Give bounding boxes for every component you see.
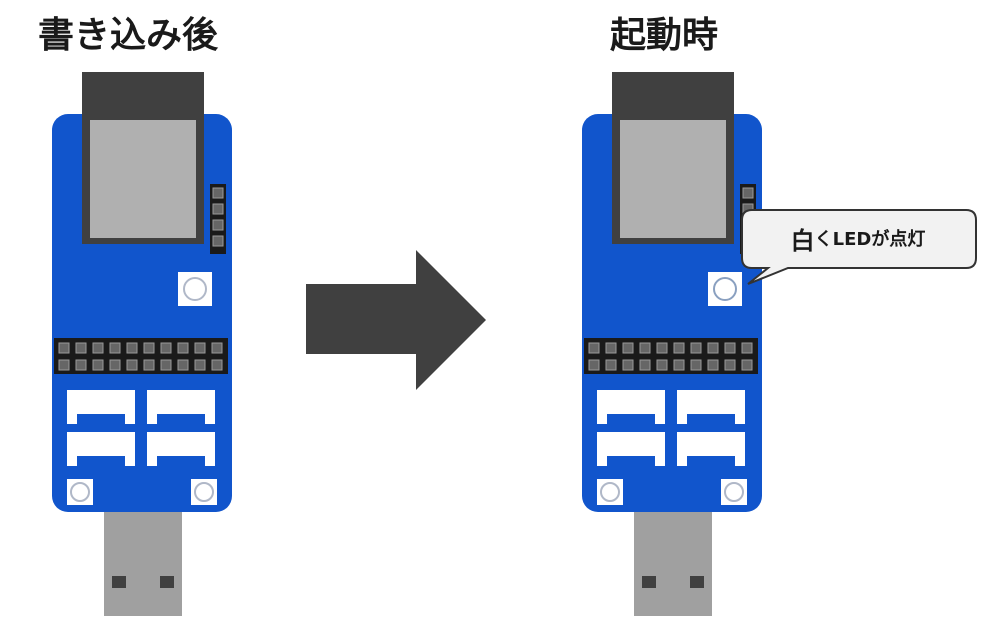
grove-connector bbox=[677, 390, 745, 424]
pin bbox=[211, 359, 223, 371]
module-antenna-top bbox=[82, 72, 204, 116]
grove-connector bbox=[67, 432, 135, 466]
pin bbox=[143, 342, 155, 354]
pin bbox=[588, 359, 600, 371]
pin bbox=[605, 359, 617, 371]
pin bbox=[143, 359, 155, 371]
pin bbox=[160, 342, 172, 354]
pin bbox=[673, 359, 685, 371]
grove-connector bbox=[147, 390, 215, 424]
pin bbox=[212, 235, 224, 247]
push-button-cap bbox=[194, 482, 214, 502]
push-button-cap bbox=[70, 482, 90, 502]
grove-connector bbox=[597, 432, 665, 466]
pin bbox=[622, 359, 634, 371]
led-light bbox=[183, 277, 207, 301]
pin bbox=[639, 342, 651, 354]
pin bbox=[109, 359, 121, 371]
pin bbox=[194, 359, 206, 371]
pin bbox=[742, 187, 754, 199]
pin bbox=[126, 359, 138, 371]
pin bbox=[707, 359, 719, 371]
pin bbox=[741, 342, 753, 354]
push-button-cap bbox=[600, 482, 620, 502]
usb-hole bbox=[642, 576, 656, 588]
board-on-startup bbox=[582, 72, 762, 616]
pin bbox=[724, 342, 736, 354]
pin bbox=[160, 359, 172, 371]
grove-connector bbox=[147, 432, 215, 466]
pin bbox=[622, 342, 634, 354]
led-light bbox=[713, 277, 737, 301]
arrow-right bbox=[306, 250, 486, 390]
pin bbox=[212, 187, 224, 199]
pin bbox=[177, 359, 189, 371]
board-after-writing bbox=[52, 72, 232, 616]
usb-hole bbox=[160, 576, 174, 588]
callout-bubble bbox=[741, 209, 977, 285]
pin bbox=[639, 359, 651, 371]
pin bbox=[58, 342, 70, 354]
usb-plug bbox=[634, 496, 712, 616]
grove-connector bbox=[67, 390, 135, 424]
usb-hole bbox=[690, 576, 704, 588]
pin bbox=[588, 342, 600, 354]
usb-plug bbox=[104, 496, 182, 616]
pin bbox=[92, 359, 104, 371]
pin bbox=[656, 359, 668, 371]
pin bbox=[92, 342, 104, 354]
title-on-startup: 起動時 bbox=[610, 15, 719, 56]
module-shield bbox=[620, 120, 726, 238]
pin bbox=[212, 219, 224, 231]
pin bbox=[194, 342, 206, 354]
usb-hole bbox=[112, 576, 126, 588]
module-antenna-top bbox=[612, 72, 734, 116]
pin bbox=[75, 359, 87, 371]
pin bbox=[58, 359, 70, 371]
pin bbox=[656, 342, 668, 354]
pin bbox=[741, 359, 753, 371]
led-callout-label: 白くLEDが点灯 bbox=[740, 208, 976, 268]
pin bbox=[211, 342, 223, 354]
pin bbox=[690, 342, 702, 354]
callout-lead-text: 白 bbox=[790, 226, 815, 255]
title-after-writing: 書き込み後 bbox=[38, 15, 219, 56]
grove-connector bbox=[597, 390, 665, 424]
pin bbox=[75, 342, 87, 354]
pin bbox=[724, 359, 736, 371]
push-button-cap bbox=[724, 482, 744, 502]
pin bbox=[126, 342, 138, 354]
pin bbox=[177, 342, 189, 354]
pin bbox=[673, 342, 685, 354]
pin bbox=[212, 203, 224, 215]
callout-rest-text: くLEDが点灯 bbox=[814, 229, 926, 250]
pin bbox=[109, 342, 121, 354]
grove-connector bbox=[677, 432, 745, 466]
module-shield bbox=[90, 120, 196, 238]
pin bbox=[605, 342, 617, 354]
pin bbox=[707, 342, 719, 354]
pin bbox=[690, 359, 702, 371]
